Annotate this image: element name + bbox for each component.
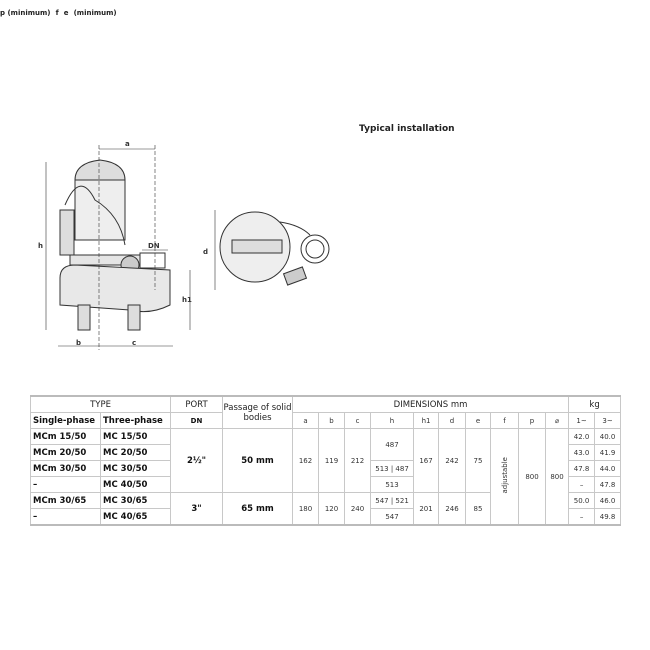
dim-h-value: 487 [370,428,415,461]
table-row: MCm 30/65 MC 30/65 3" 65 mm 180 120 240 … [30,492,622,526]
dim-h-value: 547 [370,508,415,526]
kg3: 40.0 [594,428,622,445]
kg1: – [568,476,596,493]
single-phase-model: MCm 30/50 [30,460,101,477]
passage: 50 mm [222,428,294,493]
table-row: – MC 40/50 513 – 47.8 [30,476,622,493]
dim-h-value: 547 | 521 [370,492,415,509]
dim-min: (minimum) [73,9,117,17]
hdr-b: b [318,412,346,429]
single-phase-model: MCm 20/50 [30,444,101,461]
hdr-a: a [292,412,320,429]
hdr-h1: h1 [413,412,440,429]
three-phase-model: MC 30/50 [99,460,172,477]
hdr-f: f [490,412,520,429]
dim-d-value: 242 [438,428,467,493]
hdr-dn: DN [170,412,224,429]
kg1: 43.0 [568,444,596,461]
technical-drawings: a h DN h1 b c d [38,140,330,350]
pump-side-view [59,159,171,331]
hdr-dimensions: DIMENSIONS mm [292,395,570,413]
hdr-kg: kg [568,395,622,413]
dim-f: f [55,9,59,17]
port: 3" [170,492,224,526]
dim-f-value: adjustable [500,457,509,494]
dim-d: d [203,248,208,256]
single-phase-model: MCm 15/50 [30,428,101,445]
hdr-kg3: 3~ [594,412,622,429]
dim-h-value: 513 | 487 [370,460,415,477]
hdr-h: h [370,412,415,429]
dim-p-value: 800 [518,428,547,526]
three-phase-model: MC 40/50 [99,476,172,493]
kg3: 44.0 [594,460,622,477]
kg1: 42.0 [568,428,596,445]
dim-h1-value: 201 [413,492,440,526]
kg1: – [568,508,596,526]
dim-b-value: 120 [318,492,346,526]
dim-a-value: 180 [292,492,320,526]
dim-diameter-value: 800 [545,428,570,526]
hdr-d: d [438,412,467,429]
single-phase-model: – [30,508,101,526]
kg3: 46.0 [594,492,622,509]
pump-top-view [219,211,330,286]
dim-c-value: 240 [344,492,372,526]
dim-h1-value: 167 [413,428,440,493]
dim-e: e [63,9,69,17]
hdr-p: p [518,412,547,429]
dim-c: c [132,339,136,347]
three-phase-model: MC 20/50 [99,444,172,461]
dim-e-value: 75 [465,428,492,493]
three-phase-model: MC 30/65 [99,492,172,509]
hdr-c: c [344,412,372,429]
dim-c-value: 212 [344,428,372,493]
dim-e-value: 85 [465,492,492,526]
hdr-kg1: 1~ [568,412,596,429]
passage: 65 mm [222,492,294,526]
hdr-port: PORT [170,395,224,413]
hdr-three: Three-phase [99,412,172,429]
kg1: 50.0 [568,492,596,509]
hdr-type: TYPE [29,395,172,413]
three-phase-model: MC 15/50 [99,428,172,445]
dim-a-value: 162 [292,428,320,493]
dim-d-value: 246 [438,492,467,526]
kg3: 47.8 [594,476,622,493]
specs-table: TYPE PORT Passage of solid bodies DIMENS… [29,395,622,526]
hdr-e: e [465,412,492,429]
hdr-diameter: ⌀ [545,412,570,429]
installation-title: Typical installation [359,124,455,134]
kg1: 47.8 [568,460,596,477]
diameter-icon: (minimum) Typical installation TYPE PORT… [29,0,622,526]
hdr-single: Single-phase [30,412,101,429]
table-row: MCm 15/50 MC 15/50 2½" 50 mm 162 119 212… [30,428,622,526]
dimension-lines [45,145,216,350]
single-phase-model: MCm 30/65 [30,492,101,509]
dim-p: p (minimum) [0,9,51,17]
kg3: 41.9 [594,444,622,461]
hdr-passage: Passage of solid bodies [222,395,294,429]
dim-h1: h1 [182,296,192,304]
dim-dn: DN [148,242,160,250]
dim-h: h [38,242,43,250]
dim-b: b [76,339,81,347]
dim-a: a [125,140,130,148]
table-row: – MC 40/65 547 – 49.8 [30,508,622,526]
three-phase-model: MC 40/65 [99,508,172,526]
kg3: 49.8 [594,508,622,526]
dim-h-value: 513 [370,476,415,493]
single-phase-model: – [30,476,101,493]
dim-b-value: 119 [318,428,346,493]
port: 2½" [170,428,224,493]
